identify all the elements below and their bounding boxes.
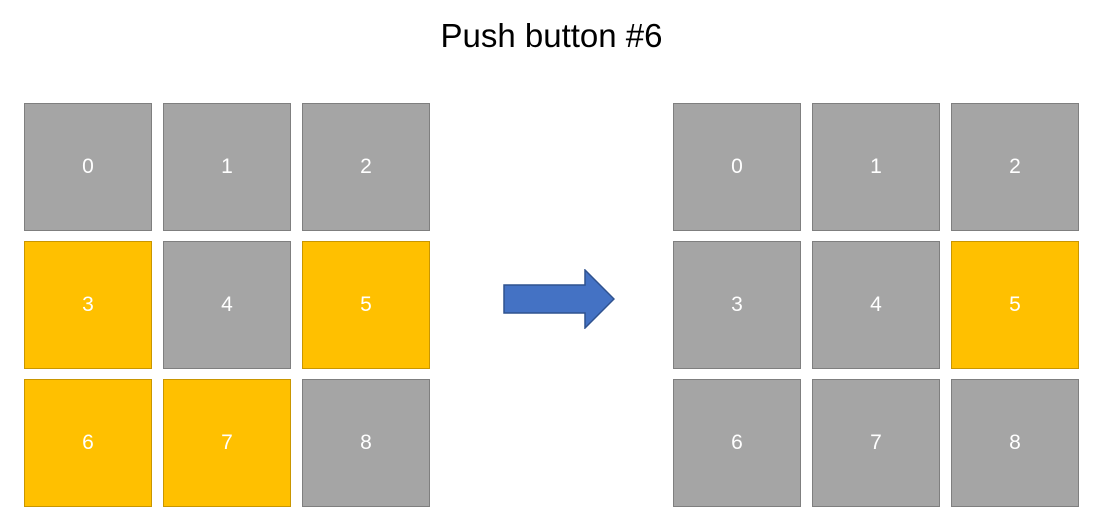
before-tile-2[interactable]: 2 (302, 103, 430, 231)
before-tile-6[interactable]: 6 (24, 379, 152, 507)
after-tile-5[interactable]: 5 (951, 241, 1079, 369)
before-tile-3[interactable]: 3 (24, 241, 152, 369)
after-tile-8[interactable]: 8 (951, 379, 1079, 507)
after-tile-7[interactable]: 7 (812, 379, 940, 507)
after-tile-4[interactable]: 4 (812, 241, 940, 369)
before-tile-1[interactable]: 1 (163, 103, 291, 231)
before-tile-0[interactable]: 0 (24, 103, 152, 231)
after-tile-2[interactable]: 2 (951, 103, 1079, 231)
before-tile-5[interactable]: 5 (302, 241, 430, 369)
before-tile-7[interactable]: 7 (163, 379, 291, 507)
after-tile-1[interactable]: 1 (812, 103, 940, 231)
after-tile-3[interactable]: 3 (673, 241, 801, 369)
diagram-title: Push button #6 (440, 17, 663, 54)
before-tile-4[interactable]: 4 (163, 241, 291, 369)
after-tile-6[interactable]: 6 (673, 379, 801, 507)
after-tile-0[interactable]: 0 (673, 103, 801, 231)
right-arrow-icon (503, 269, 615, 329)
before-tile-8[interactable]: 8 (302, 379, 430, 507)
